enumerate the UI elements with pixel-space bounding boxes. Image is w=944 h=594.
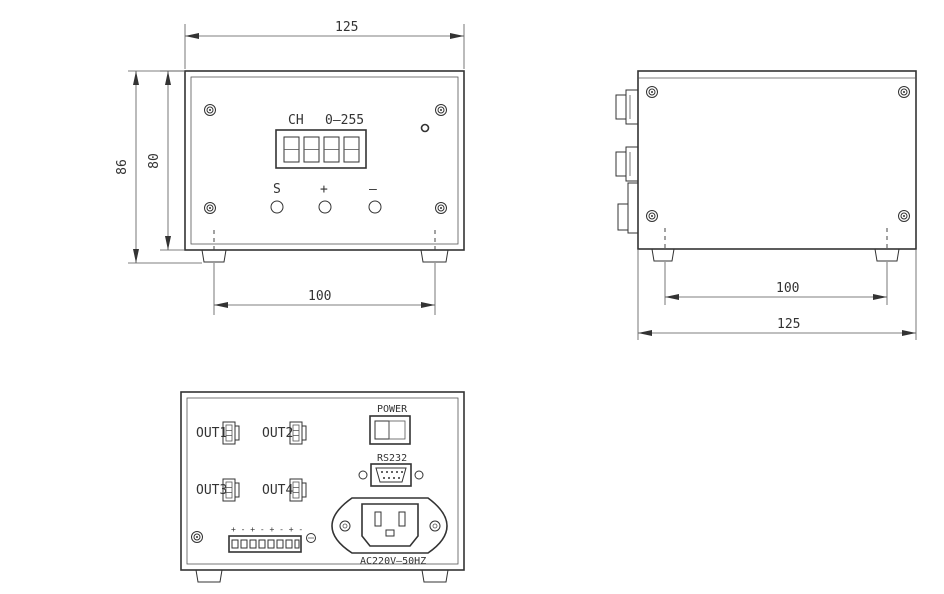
rs232-screw-left (358, 470, 368, 480)
out4-label: OUT4 (262, 483, 293, 498)
display-digits (283, 136, 360, 163)
front-view: CH 0—255 S + — 125 (115, 20, 465, 315)
side-screw-tl (646, 86, 658, 98)
power-switch (369, 415, 411, 445)
ac-inlet-flange (331, 497, 448, 554)
out2-label: OUT2 (262, 426, 293, 441)
side-screw-br (898, 210, 910, 222)
rear-view: OUT1 OUT2 OUT3 OUT4 POWER RS232 AC (180, 391, 465, 583)
terminal-block (228, 535, 302, 553)
side-foot-right (874, 248, 900, 262)
rear-panel-outline (180, 391, 465, 571)
rs232-pins (381, 471, 403, 479)
ch-label: CH (288, 113, 304, 128)
side-screw-bl (646, 210, 658, 222)
rs232-port (370, 463, 412, 487)
side-connector-middle (615, 146, 639, 182)
front-screw-tl (204, 104, 216, 116)
minus-button (368, 200, 382, 214)
front-screw-bl (204, 202, 216, 214)
minus-button-label: — (369, 182, 377, 197)
seven-segment-display (275, 129, 367, 169)
side-screw-tr (898, 86, 910, 98)
out3-label: OUT3 (196, 483, 227, 498)
terminal-screw-right (306, 533, 316, 543)
rs232-screw-right (414, 470, 424, 480)
range-label: 0—255 (325, 113, 364, 128)
power-label: POWER (377, 404, 408, 415)
out1-label: OUT1 (196, 426, 227, 441)
front-screw-tr (435, 104, 447, 116)
side-dim-feet: 100 (664, 262, 888, 305)
plus-button-label: + (320, 182, 328, 197)
front-dim-width: 125 (184, 20, 465, 69)
side-connector-top (615, 89, 639, 125)
rear-foot-right (421, 569, 449, 583)
svg-text:100: 100 (776, 281, 799, 296)
front-panel-outline (184, 70, 465, 251)
rs232-label: RS232 (377, 453, 407, 464)
front-foot-left (201, 249, 227, 263)
ac-inlet-socket (361, 503, 419, 547)
svg-text:125: 125 (335, 20, 358, 35)
s-button (270, 200, 284, 214)
plus-button (318, 200, 332, 214)
svg-text:125: 125 (777, 317, 800, 332)
front-panel-inner (190, 76, 459, 245)
front-screw-br (435, 202, 447, 214)
side-dim-depth: 125 (637, 250, 917, 340)
svg-text:80: 80 (147, 153, 162, 169)
front-dim-height-inner: 80 (147, 70, 185, 251)
terminal-polarity-marks: + - + - + - + - (231, 525, 303, 534)
front-dim-feet: 100 (213, 263, 436, 315)
side-body-outline (637, 70, 917, 250)
side-view: 100 125 (615, 70, 917, 340)
ac-voltage-label: AC220V—50HZ (360, 556, 426, 567)
svg-text:100: 100 (308, 289, 331, 304)
rear-foot-left (195, 569, 223, 583)
front-foot-right (420, 249, 449, 263)
side-foot-left (651, 248, 675, 262)
terminal-screws (231, 539, 300, 549)
s-button-label: S (273, 182, 281, 197)
side-connector-bottom (617, 182, 639, 234)
rear-screw-left (191, 531, 203, 543)
indicator-led (420, 123, 430, 133)
front-dim-height-outer: 86 (115, 70, 202, 264)
svg-text:86: 86 (115, 159, 130, 175)
rear-panel-inner (186, 397, 459, 565)
